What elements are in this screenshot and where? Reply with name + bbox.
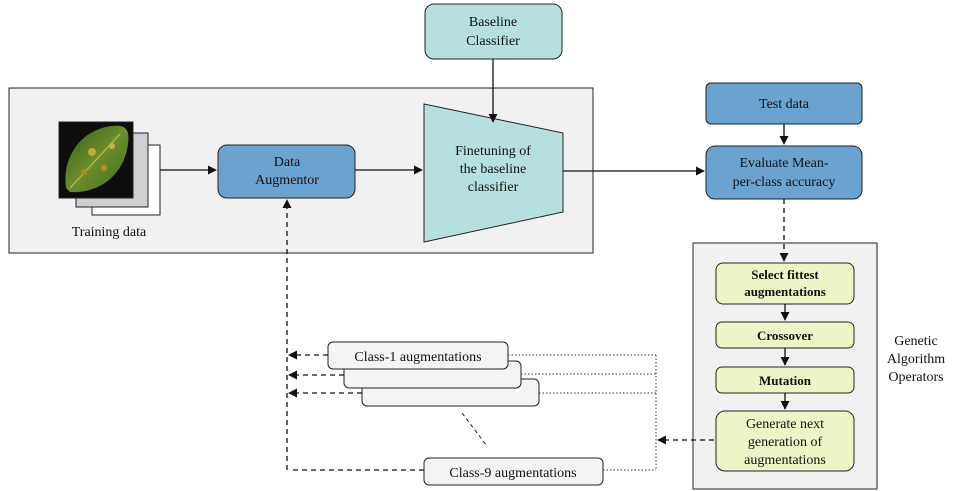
test-data-label: Test data bbox=[759, 97, 810, 112]
generate-line1: Generate next bbox=[746, 417, 824, 432]
mutation-label: Mutation bbox=[759, 373, 812, 388]
select-line2: augmentations bbox=[744, 284, 826, 299]
generate-next-box bbox=[715, 410, 855, 472]
baseline-line1: Baseline bbox=[469, 15, 517, 30]
ga-label-line3: Operators bbox=[888, 370, 943, 385]
evaluate-line2: per-class accuracy bbox=[733, 175, 836, 190]
evaluate-line1: Evaluate Mean- bbox=[739, 156, 828, 171]
training-data-stack bbox=[58, 121, 161, 216]
ellipsis-dashes bbox=[461, 412, 488, 447]
finetuning-line2: the baseline bbox=[460, 162, 526, 177]
generate-line3: augmentations bbox=[744, 453, 826, 468]
generate-line2: generation of bbox=[748, 435, 823, 450]
crossover-label: Crossover bbox=[757, 328, 813, 343]
finetuning-line3: classifier bbox=[468, 180, 519, 195]
dotted-connectors bbox=[508, 354, 657, 471]
data-augmentor-line2: Augmentor bbox=[255, 173, 319, 188]
class-1-label: Class-1 augmentations bbox=[354, 350, 481, 365]
finetuning-line1: Finetuning of bbox=[455, 144, 531, 159]
class-9-aug-box bbox=[423, 457, 604, 486]
evaluate-box bbox=[705, 145, 863, 200]
finetuning-trapezoid bbox=[423, 103, 564, 243]
select-line1: Select fittest bbox=[751, 267, 819, 282]
baseline-line2: Classifier bbox=[466, 34, 520, 49]
ga-label-line1: Genetic bbox=[894, 334, 938, 349]
training-data-label: Training data bbox=[72, 225, 147, 240]
data-augmentor-box bbox=[217, 144, 356, 199]
class-9-label: Class-9 augmentations bbox=[449, 466, 576, 481]
ga-label-line2: Algorithm bbox=[887, 352, 945, 367]
data-augmentor-line1: Data bbox=[274, 155, 301, 170]
baseline-classifier-box bbox=[424, 3, 563, 60]
